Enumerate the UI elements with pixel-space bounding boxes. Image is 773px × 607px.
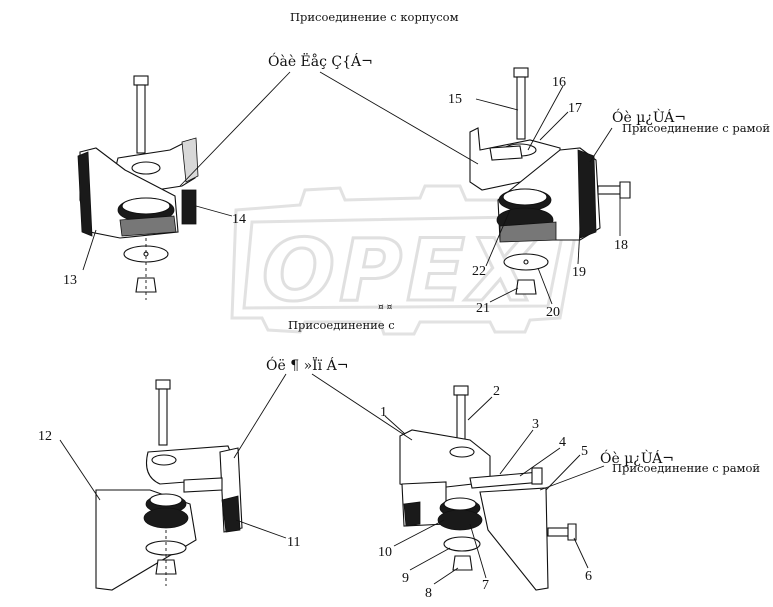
- bolt-shank: [158, 388, 168, 446]
- callout-9: 9: [402, 571, 409, 586]
- garbled-label-mid: Óë ¶ »Ïï Á¬: [266, 356, 348, 374]
- callout-15: 15: [448, 92, 462, 107]
- callout-10: 10: [378, 545, 392, 560]
- watermark-gear-inner: [242, 214, 568, 310]
- callout-7: 7: [482, 578, 489, 593]
- garbled-label-right-bottom: Óè µ¿ÙÁ¬: [600, 449, 674, 467]
- garbled-label-mid-small: ¤ ¤: [378, 303, 393, 313]
- bolt-head: [133, 75, 149, 86]
- bolt-head: [453, 385, 469, 396]
- bracket-edge: [181, 189, 197, 225]
- callout-3: 3: [532, 417, 539, 432]
- callout-13: 13: [63, 273, 77, 288]
- watermark-text: OPEX: [262, 221, 539, 321]
- assembly-top-right: [469, 67, 631, 295]
- washer: [443, 536, 481, 552]
- callout-17: 17: [568, 101, 582, 116]
- nut-lower: [135, 277, 157, 293]
- caption-right-top: Присоединение с рамой: [622, 121, 770, 135]
- assembly-bottom-right: [399, 385, 577, 591]
- bolt-shank: [516, 76, 526, 140]
- callout-2: 2: [493, 384, 500, 399]
- callout-12: 12: [38, 429, 52, 444]
- callout-numbers: 1 2 3 4 5 6 7 8 9 10 11 12 13 14 15 16 1…: [38, 75, 628, 601]
- callout-21: 21: [476, 301, 490, 316]
- bolt-shank: [136, 84, 146, 154]
- callout-6: 6: [585, 569, 592, 584]
- bolt-head: [513, 67, 529, 78]
- callout-20: 20: [546, 305, 560, 320]
- caption-right-bottom: Присоединение с рамой: [612, 461, 760, 475]
- callout-19: 19: [572, 265, 586, 280]
- caption-top-title: Присоединение с корпусом: [290, 10, 459, 24]
- leader-lines: [59, 71, 621, 585]
- side-bolt-18: [597, 185, 623, 195]
- callout-14: 14: [232, 212, 246, 227]
- callout-16: 16: [552, 75, 566, 90]
- callout-8: 8: [425, 586, 432, 601]
- callout-22: 22: [472, 264, 486, 279]
- watermark-gear-outline: [230, 184, 582, 336]
- callout-4: 4: [559, 435, 566, 450]
- bolt-head: [155, 379, 171, 390]
- callout-1: 1: [380, 405, 387, 420]
- callout-11: 11: [287, 535, 300, 550]
- nut: [515, 279, 537, 295]
- assembly-bottom-left: [95, 379, 243, 591]
- nut: [452, 555, 473, 571]
- callout-5: 5: [581, 444, 588, 459]
- callout-18: 18: [614, 238, 628, 253]
- assembly-top-left: [77, 75, 199, 300]
- garbled-label-top-center: Óàè Ëåç Ç{Á¬: [268, 52, 373, 70]
- garbled-label-right-top: Óè µ¿ÙÁ¬: [612, 108, 686, 126]
- side-bolt: [489, 145, 523, 161]
- opex-watermark: OPEX: [230, 184, 582, 336]
- caption-mid-left: Присоединение с: [288, 318, 395, 332]
- frame-bracket: [479, 487, 549, 591]
